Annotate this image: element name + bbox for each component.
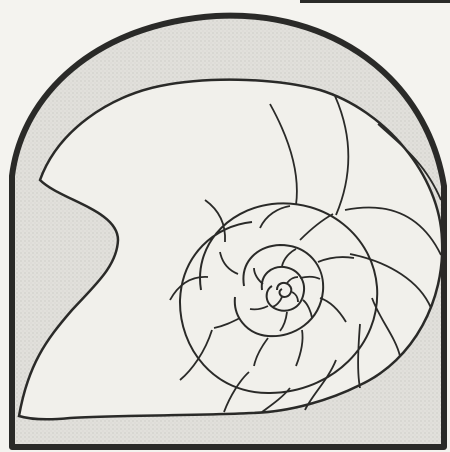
nautilus-illustration: [0, 0, 450, 452]
nautilus-drawing: [0, 0, 450, 452]
